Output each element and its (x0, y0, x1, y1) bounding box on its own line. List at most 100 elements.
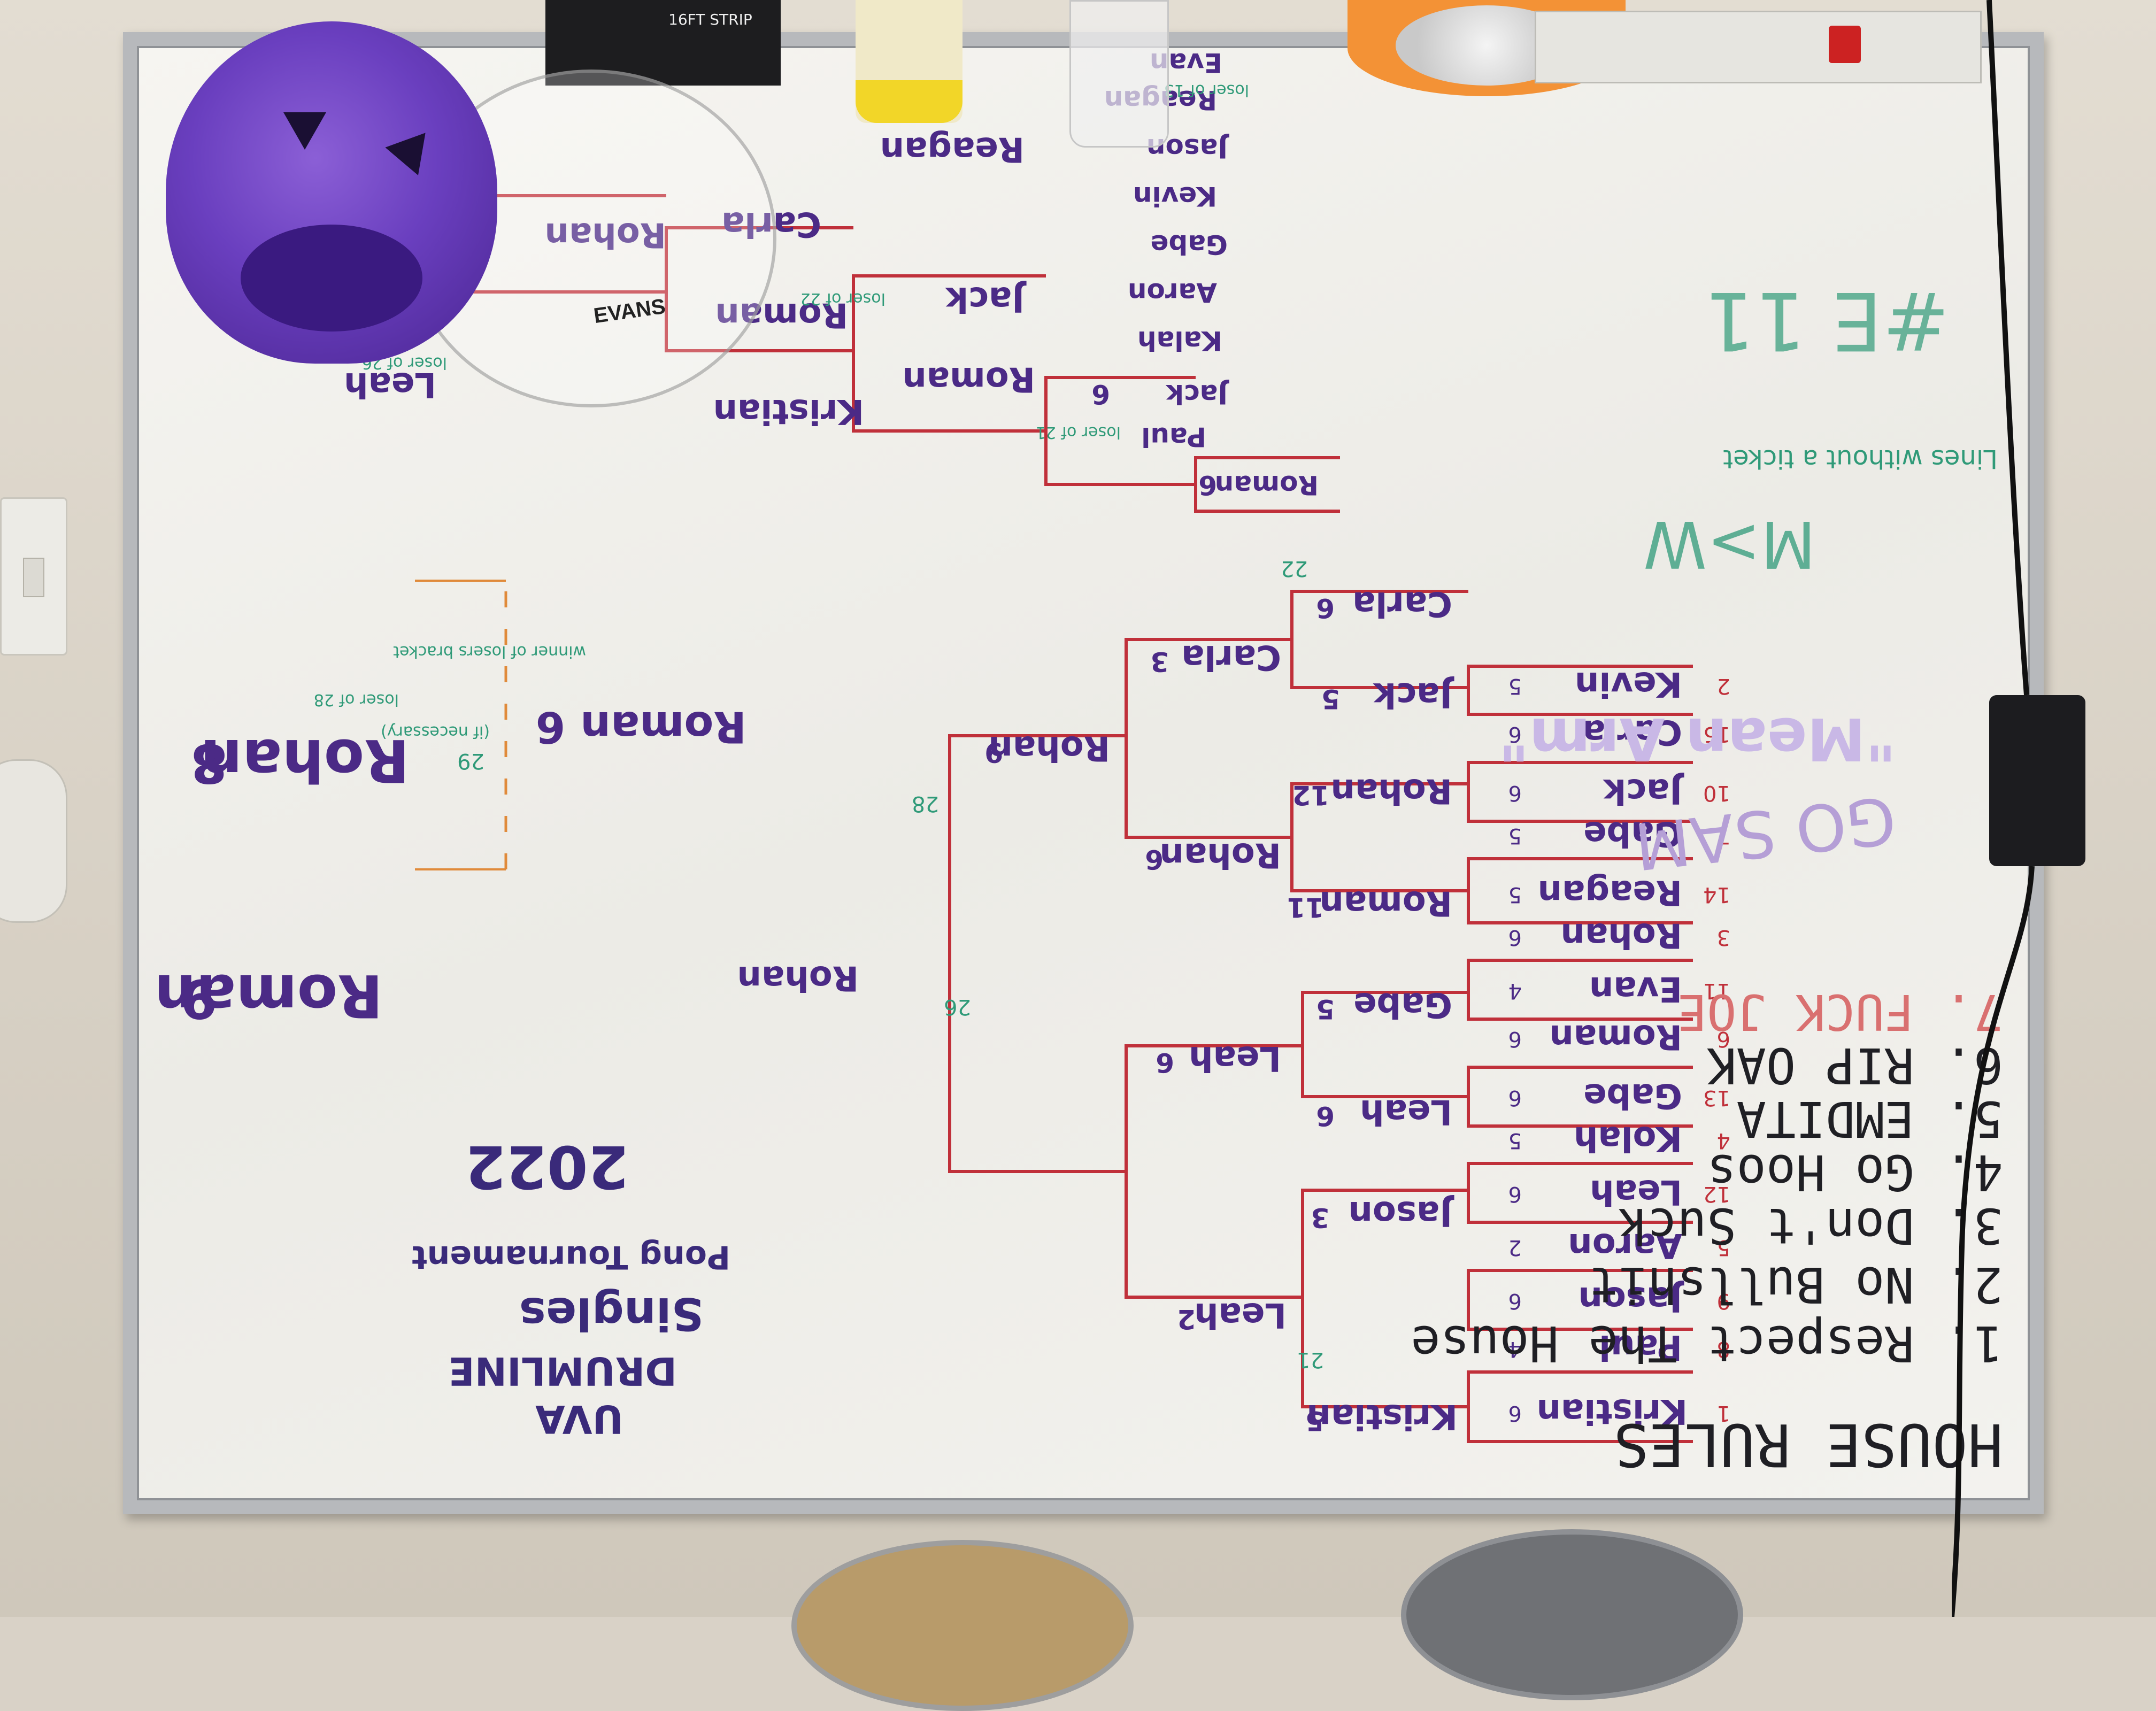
lb-note: loser of 13 (1164, 81, 1249, 99)
wb-r2-name: Kristian (1306, 1397, 1458, 1436)
lb-entry: Gabe (1150, 229, 1228, 260)
roman-winners-final: Roman 6 (535, 702, 746, 752)
wb-r3-score: 6 (1156, 1047, 1174, 1078)
lb-score: 6 (1198, 469, 1217, 500)
bucket-eye (283, 112, 326, 150)
wb-r3-name: Rohan (1159, 835, 1281, 875)
wb-r2-score: 12 (1292, 780, 1329, 811)
wb-r3-score: 2 (1177, 1304, 1196, 1335)
bucket-eye (385, 133, 438, 183)
wb-r1-seed: 3 (1716, 925, 1730, 950)
power-adapter (1989, 695, 2085, 866)
wb-r1-name: Gabe (1583, 1076, 1682, 1115)
wb-r1-score: 5 (1508, 823, 1522, 848)
wb-r2-name: Roman (1319, 883, 1452, 923)
title-year: 2022 (465, 1132, 629, 1201)
loser-of-28-note: loser of 28 (313, 690, 399, 709)
wb-r1-name: Kolah (1573, 1119, 1682, 1158)
wall-outlet-cover (0, 759, 67, 923)
title-type: Singles (519, 1288, 704, 1340)
hash-doodle: #E 11 (1704, 274, 1950, 367)
lb-note: loser of 22 (800, 289, 886, 308)
if-necessary-note: (if necessary) (381, 722, 490, 741)
wb-r3-score: 3 (1150, 646, 1169, 677)
wb-r2-score: 6 (1316, 1100, 1335, 1131)
wb-r1-score: 5 (1508, 674, 1522, 698)
wb-r1-score: 4 (1508, 978, 1522, 1003)
wb-r1-name: Roman (1549, 1017, 1682, 1057)
title-type-2: Pong Tournament (411, 1238, 730, 1276)
wb-r2-name: Rohan (1330, 771, 1452, 811)
lb-entry: Roman (1214, 469, 1319, 500)
wb-r2-score: 3 (1311, 1202, 1329, 1233)
wb-r3-name: Leah (1194, 1295, 1287, 1335)
game-number: 28 (912, 791, 939, 816)
wb-r4-score: 9 (984, 737, 1003, 768)
wb-r1-name: Kevin (1574, 664, 1682, 704)
wb-r1-score: 2 (1508, 1235, 1522, 1260)
winner-of-losers-note: winner of losers bracket (393, 642, 586, 661)
wb-r1-name: Rohan (1560, 915, 1682, 955)
lb-entry: Aaron (1127, 277, 1217, 308)
game-29: 29 (457, 749, 484, 773)
wb-r2-score: 5 (1321, 683, 1340, 714)
drum-bottom-left (791, 1540, 1134, 1711)
jar (856, 0, 962, 123)
power-switch (1829, 26, 1861, 63)
wb-r1-score: 5 (1508, 882, 1522, 907)
final-runner-score: 8 (190, 732, 228, 795)
lb-later: Reagan (880, 129, 1025, 169)
lb-entry: Paul (1141, 421, 1206, 452)
wb-r2-name: Leah (1360, 1092, 1452, 1131)
final-winner-score: 9 (180, 967, 217, 1030)
wb-r1-score: 6 (1508, 1027, 1522, 1051)
wb-r2-name: Gabe (1353, 985, 1452, 1024)
wb-r2-score: 6 (1316, 592, 1335, 623)
lb-note: loser of 21 (1035, 423, 1121, 442)
lb-later: Roman (902, 359, 1035, 399)
black-box: 16FT STRIP (545, 0, 781, 86)
bucket-opening (241, 225, 422, 332)
lb-later: Jack (945, 279, 1025, 319)
water-bottle (1069, 0, 1169, 148)
wb-r1-seed: 2 (1716, 674, 1730, 698)
rules-title: HOUSE RULES (1613, 1411, 2003, 1479)
strip-box-label: 16FT STRIP (668, 11, 752, 28)
light-switch (23, 558, 44, 597)
title-group: DRUMLINE (448, 1348, 677, 1393)
wb-r2-name: Jason (1348, 1193, 1452, 1233)
wb-r2-score: 5 (1305, 1405, 1324, 1436)
wb-r1-score: 6 (1508, 925, 1522, 950)
lb-entry: Kevin (1133, 181, 1217, 212)
wb-r1-name: Evan (1589, 969, 1682, 1008)
wb-r3-name: Leah (1189, 1038, 1281, 1078)
lb-entry: Kalah (1137, 325, 1222, 356)
mean-arm-doodle: "Mean Arm" (1498, 705, 1896, 773)
wb-r4-name: Rohan (988, 728, 1110, 768)
final-runner-label: Rohan (200, 726, 410, 795)
wb-r2-score: 11 (1287, 892, 1324, 923)
rule-item: 3. Don't Suck (1618, 1197, 2003, 1254)
wb-r2-name: Jack (1373, 675, 1453, 714)
wb-r1-seed: 14 (1703, 882, 1730, 907)
lb-entry: Jack (1166, 379, 1228, 410)
wb-r1-score: 6 (1508, 1289, 1522, 1313)
game-number: 26 (944, 995, 971, 1019)
game-number: 21 (1297, 1347, 1324, 1372)
wb-r1-score: 6 (1508, 781, 1522, 805)
power-cord (1952, 0, 2035, 1617)
wb-r3-score: 6 (1145, 844, 1164, 875)
rule-item: 2. No Bullshit (1588, 1256, 2003, 1313)
mw-doodle: M>W (1643, 506, 1816, 581)
lb-later: Kristian (713, 391, 864, 431)
wb-r1-score: 6 (1508, 1401, 1522, 1425)
wb-r1-score: 6 (1508, 1182, 1522, 1206)
power-strip (1535, 11, 1982, 83)
lb-score: 6 (1091, 379, 1110, 410)
game-number: 22 (1281, 556, 1308, 581)
wb-r1-score: 6 (1508, 1085, 1522, 1110)
wb-r2-score: 5 (1316, 993, 1335, 1024)
light-switch-plate (0, 497, 67, 656)
jar-lid (856, 80, 962, 123)
wb-r3-name: Carla (1181, 637, 1281, 677)
